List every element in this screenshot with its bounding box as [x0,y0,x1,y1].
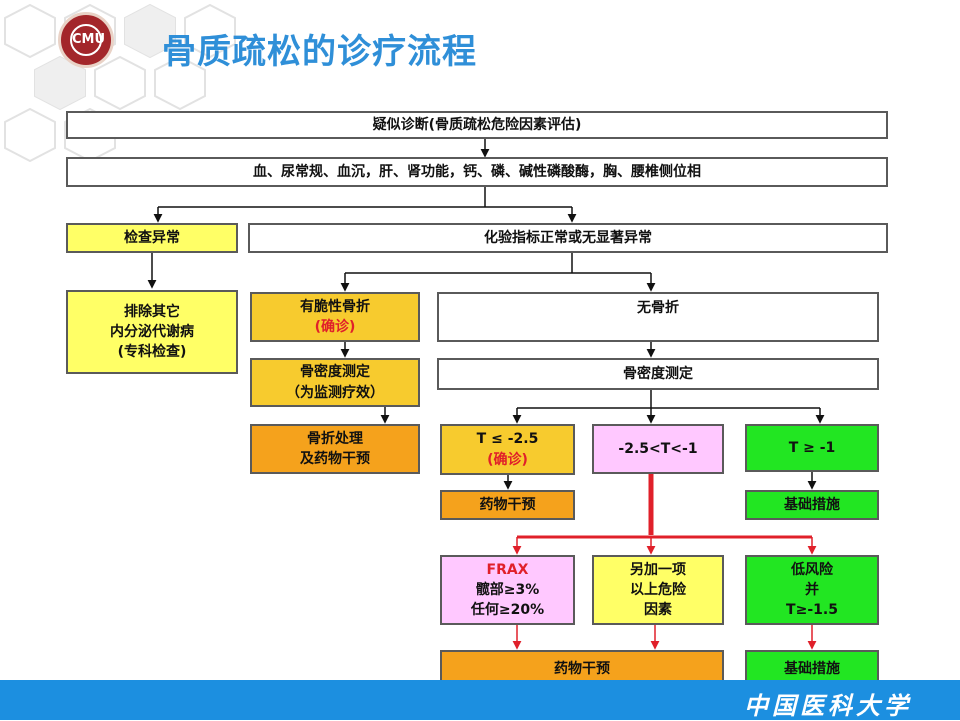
extra-risk-line-2: 以上危险 [630,581,686,598]
t-score-low-text: T ≤ -2.5 [476,431,539,448]
no-fracture-box: 无骨折 [437,292,879,342]
fragile-fracture-text: 有脆性骨折 [300,298,370,315]
suspected-diagnosis-box: 疑似诊断(骨质疏松危险因素评估) [66,111,888,139]
exclude-line-2: 内分泌代谢病 [110,323,194,340]
t-score-high-box: T ≥ -1 [745,424,879,472]
university-name-footer: 中国医科大学 [744,691,912,720]
frax-label: FRAX [486,561,529,578]
no-fracture-text: 无骨折 [637,300,679,316]
t-score-high-text: T ≥ -1 [788,439,836,456]
t-score-mid-box: -2.5<T<-1 [592,424,724,474]
fracture-treatment-line-1: 骨折处理 [307,430,363,447]
low-risk-line-3: T≥-1.5 [786,602,838,619]
extra-risk-box: 另加一项 以上危险 因素 [592,555,724,625]
exclude-line-3: (专科检查) [117,344,187,361]
lab-tests-box: 血、尿常规、血沉，肝、肾功能，钙、磷、碱性磷酸酶，胸、腰椎侧位相 [66,157,888,187]
bmd-monitor-box: 骨密度测定 （为监测疗效） [250,358,420,407]
normal-results-box: 化验指标正常或无显著异常 [248,223,888,253]
t-score-low-box: T ≤ -2.5 (确诊) [440,424,575,475]
frax-any-text: 任何≥20% [470,602,545,619]
bmd-monitor-line-1: 骨密度测定 [300,364,370,381]
final-drug-intervention-text: 药物干预 [554,660,610,677]
fracture-confirmed-text: (确诊) [314,319,356,335]
low-risk-line-1: 低风险 [791,561,833,578]
frax-box: FRAX 髋部≥3% 任何≥20% [440,555,575,625]
basic-measures-box: 基础措施 [745,490,879,520]
drug-intervention-box: 药物干预 [440,490,575,520]
exclude-line-1: 排除其它 [124,303,180,320]
abnormal-results-box: 检查异常 [66,223,238,253]
drug-intervention-text: 药物干预 [479,496,536,513]
low-risk-box: 低风险 并 T≥-1.5 [745,555,879,625]
t-score-confirmed-text: (确诊) [487,451,528,468]
footer-bar [0,680,960,720]
fracture-treatment-line-2: 及药物干预 [300,451,370,467]
exclude-endocrine-box: 排除其它 内分泌代谢病 (专科检查) [66,290,238,374]
t-score-mid-text: -2.5<T<-1 [618,440,698,457]
final-basic-measures-text: 基础措施 [784,660,840,677]
university-logo: CMU [58,12,114,68]
bmd-test-text: 骨密度测定 [623,365,693,382]
normal-results-text: 化验指标正常或无显著异常 [484,229,652,246]
abnormal-results-text: 检查异常 [124,229,180,246]
page-title: 骨质疏松的诊疗流程 [162,32,477,72]
fragile-fracture-box: 有脆性骨折 (确诊) [250,292,420,342]
logo-text: CMU [70,24,105,56]
lab-tests-text: 血、尿常规、血沉，肝、肾功能，钙、磷、碱性磷酸酶，胸、腰椎侧位相 [253,163,701,180]
bmd-test-box: 骨密度测定 [437,358,879,390]
extra-risk-line-3: 因素 [644,602,672,619]
low-risk-line-2: 并 [805,581,819,598]
basic-measures-text: 基础措施 [784,496,840,513]
fracture-treatment-box: 骨折处理 及药物干预 [250,424,420,474]
extra-risk-line-1: 另加一项 [630,561,686,578]
bmd-monitor-line-2: （为监测疗效） [286,384,384,401]
suspected-diagnosis-text: 疑似诊断(骨质疏松危险因素评估) [372,116,582,133]
frax-hip-text: 髋部≥3% [475,581,540,598]
